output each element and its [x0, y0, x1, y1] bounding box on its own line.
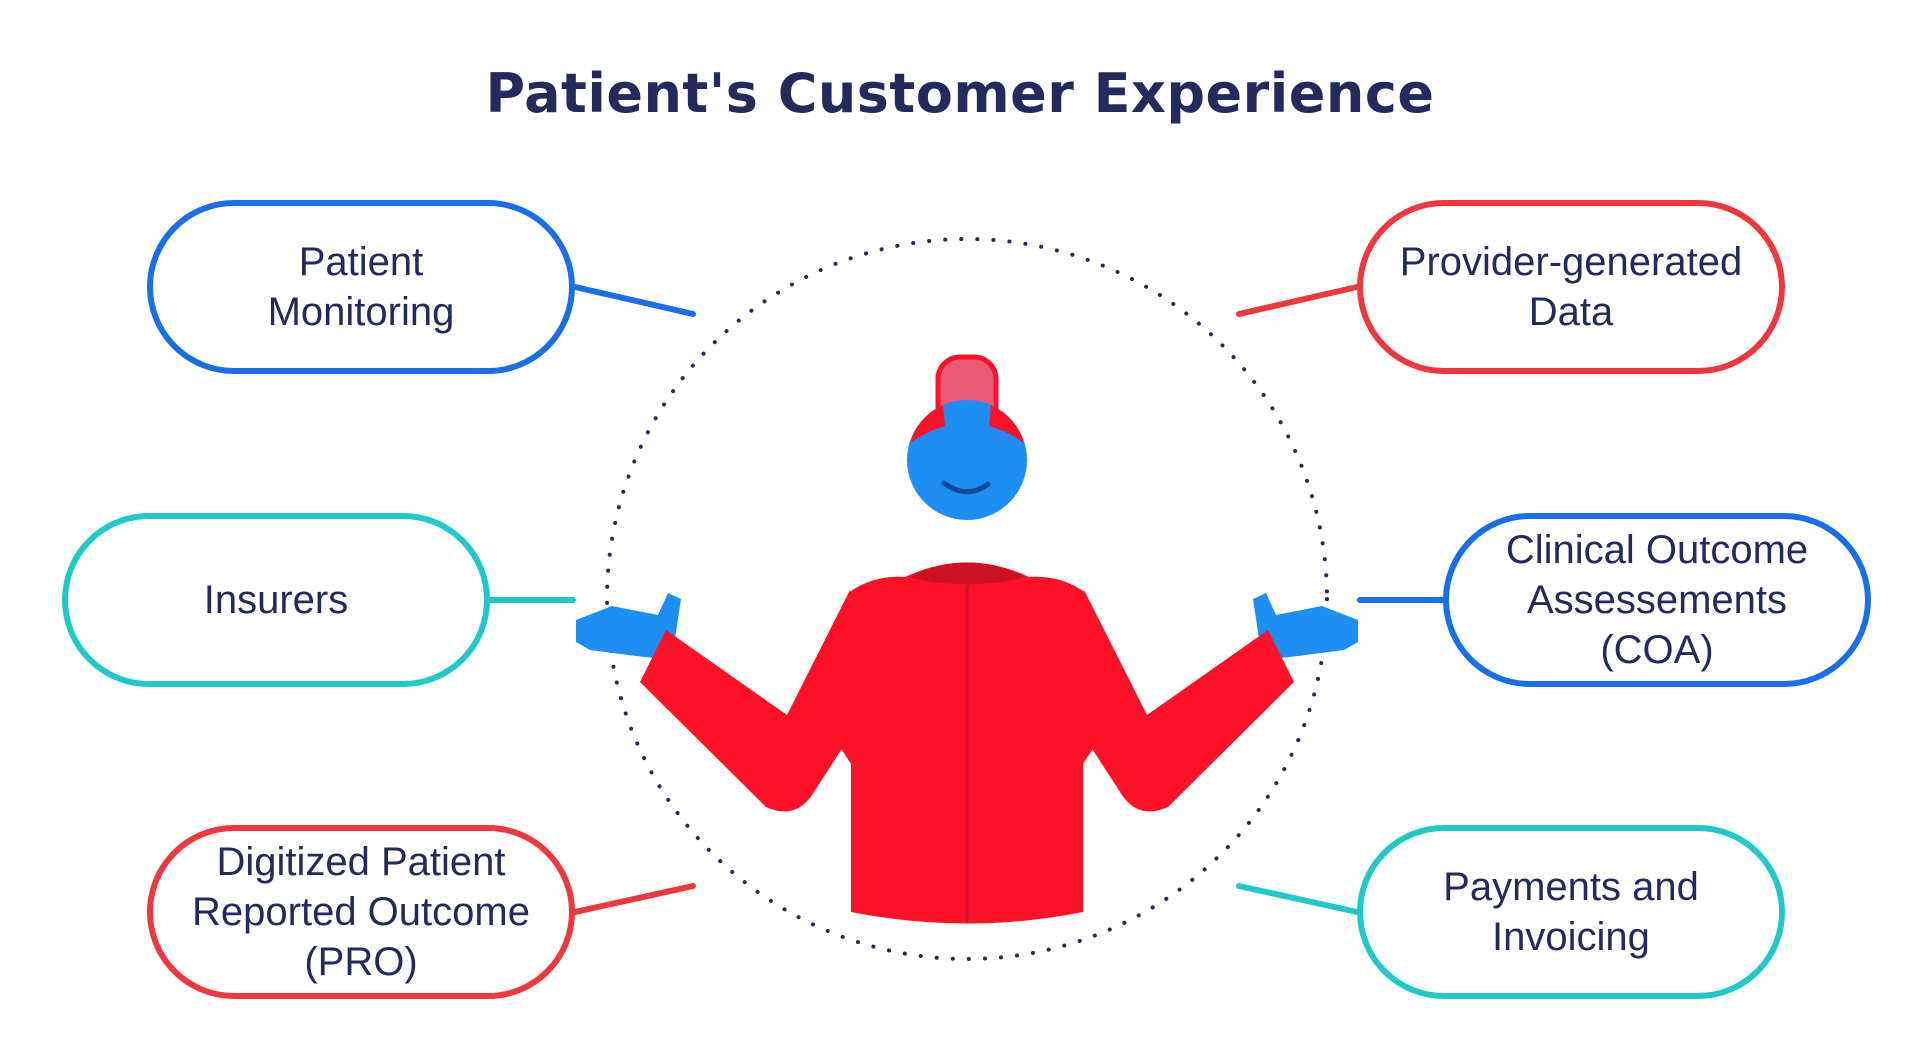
dotted-circle — [605, 237, 1329, 961]
person-shrugging-icon — [576, 354, 1358, 924]
node-label: Clinical Outcome Assessements (COA) — [1505, 528, 1809, 672]
node-insurers: Insurers — [62, 513, 490, 687]
connector-patient-monitoring — [572, 284, 696, 317]
node-label: Patient Monitoring — [267, 240, 455, 334]
node-label: Provider-generated Data — [1399, 240, 1743, 334]
hair-right — [989, 405, 1024, 443]
node-label: Digitized Patient Reported Outcome (PRO) — [192, 840, 530, 984]
connector-digitized-pro — [572, 883, 696, 915]
right-arm — [1054, 590, 1294, 812]
node-digitized-pro: Digitized Patient Reported Outcome (PRO) — [147, 825, 575, 999]
left-arm — [640, 590, 880, 812]
node-payments-invoicing: Payments and Invoicing — [1357, 825, 1785, 999]
right-hand — [1253, 593, 1358, 660]
page-title: Patient's Customer Experience — [485, 62, 1435, 125]
node-clinical-outcome-assessments: Clinical Outcome Assessements (COA) — [1443, 513, 1871, 687]
connector-payments-invoicing — [1236, 883, 1360, 915]
head — [907, 400, 1027, 520]
node-label: Insurers — [203, 578, 349, 622]
node-provider-generated-data: Provider-generated Data — [1357, 200, 1785, 374]
hair-left — [910, 405, 945, 443]
smile — [941, 480, 991, 495]
connector-provider-generated-data — [1236, 284, 1360, 317]
left-hand — [576, 593, 681, 660]
collar — [908, 562, 1026, 585]
node-label: Payments and Invoicing — [1443, 865, 1699, 959]
node-patient-monitoring: Patient Monitoring — [147, 200, 575, 374]
